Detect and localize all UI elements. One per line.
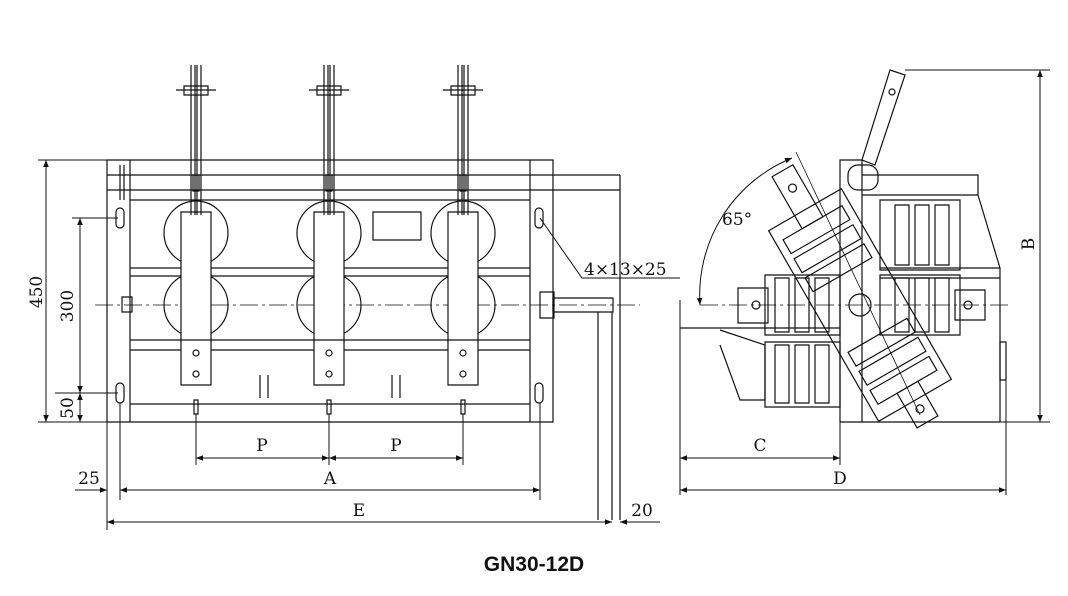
front-dimension-labels: 450 300 50 25 20 P P A E 4×13×25 xyxy=(27,260,667,521)
side-view xyxy=(680,70,1010,443)
dim-b-label: B xyxy=(1019,238,1039,251)
dim-450-label: 450 xyxy=(27,276,47,308)
side-dimensions xyxy=(680,70,1050,495)
dim-300-label: 300 xyxy=(58,290,78,322)
front-dimensions xyxy=(38,160,680,530)
dim-a-label: A xyxy=(323,469,337,489)
dim-25-label: 25 xyxy=(78,469,100,489)
dim-e-label: E xyxy=(353,501,365,521)
side-dimension-labels: 65° C D B xyxy=(722,210,1039,489)
dim-p1-label: P xyxy=(256,436,267,456)
pole-2 xyxy=(297,65,361,414)
pole-1 xyxy=(164,65,228,414)
dim-20-label: 20 xyxy=(631,501,653,521)
angle-label: 65° xyxy=(722,210,752,230)
dim-50-label: 50 xyxy=(58,397,78,419)
drawing-caption: GN30-12D xyxy=(483,553,585,576)
front-view xyxy=(95,160,640,520)
hole-note-label: 4×13×25 xyxy=(584,260,667,280)
dim-d-label: D xyxy=(833,469,847,489)
pole-3 xyxy=(431,65,495,414)
side-frame xyxy=(840,160,862,422)
dim-c-label: C xyxy=(753,436,766,456)
dim-p2-label: P xyxy=(390,436,401,456)
